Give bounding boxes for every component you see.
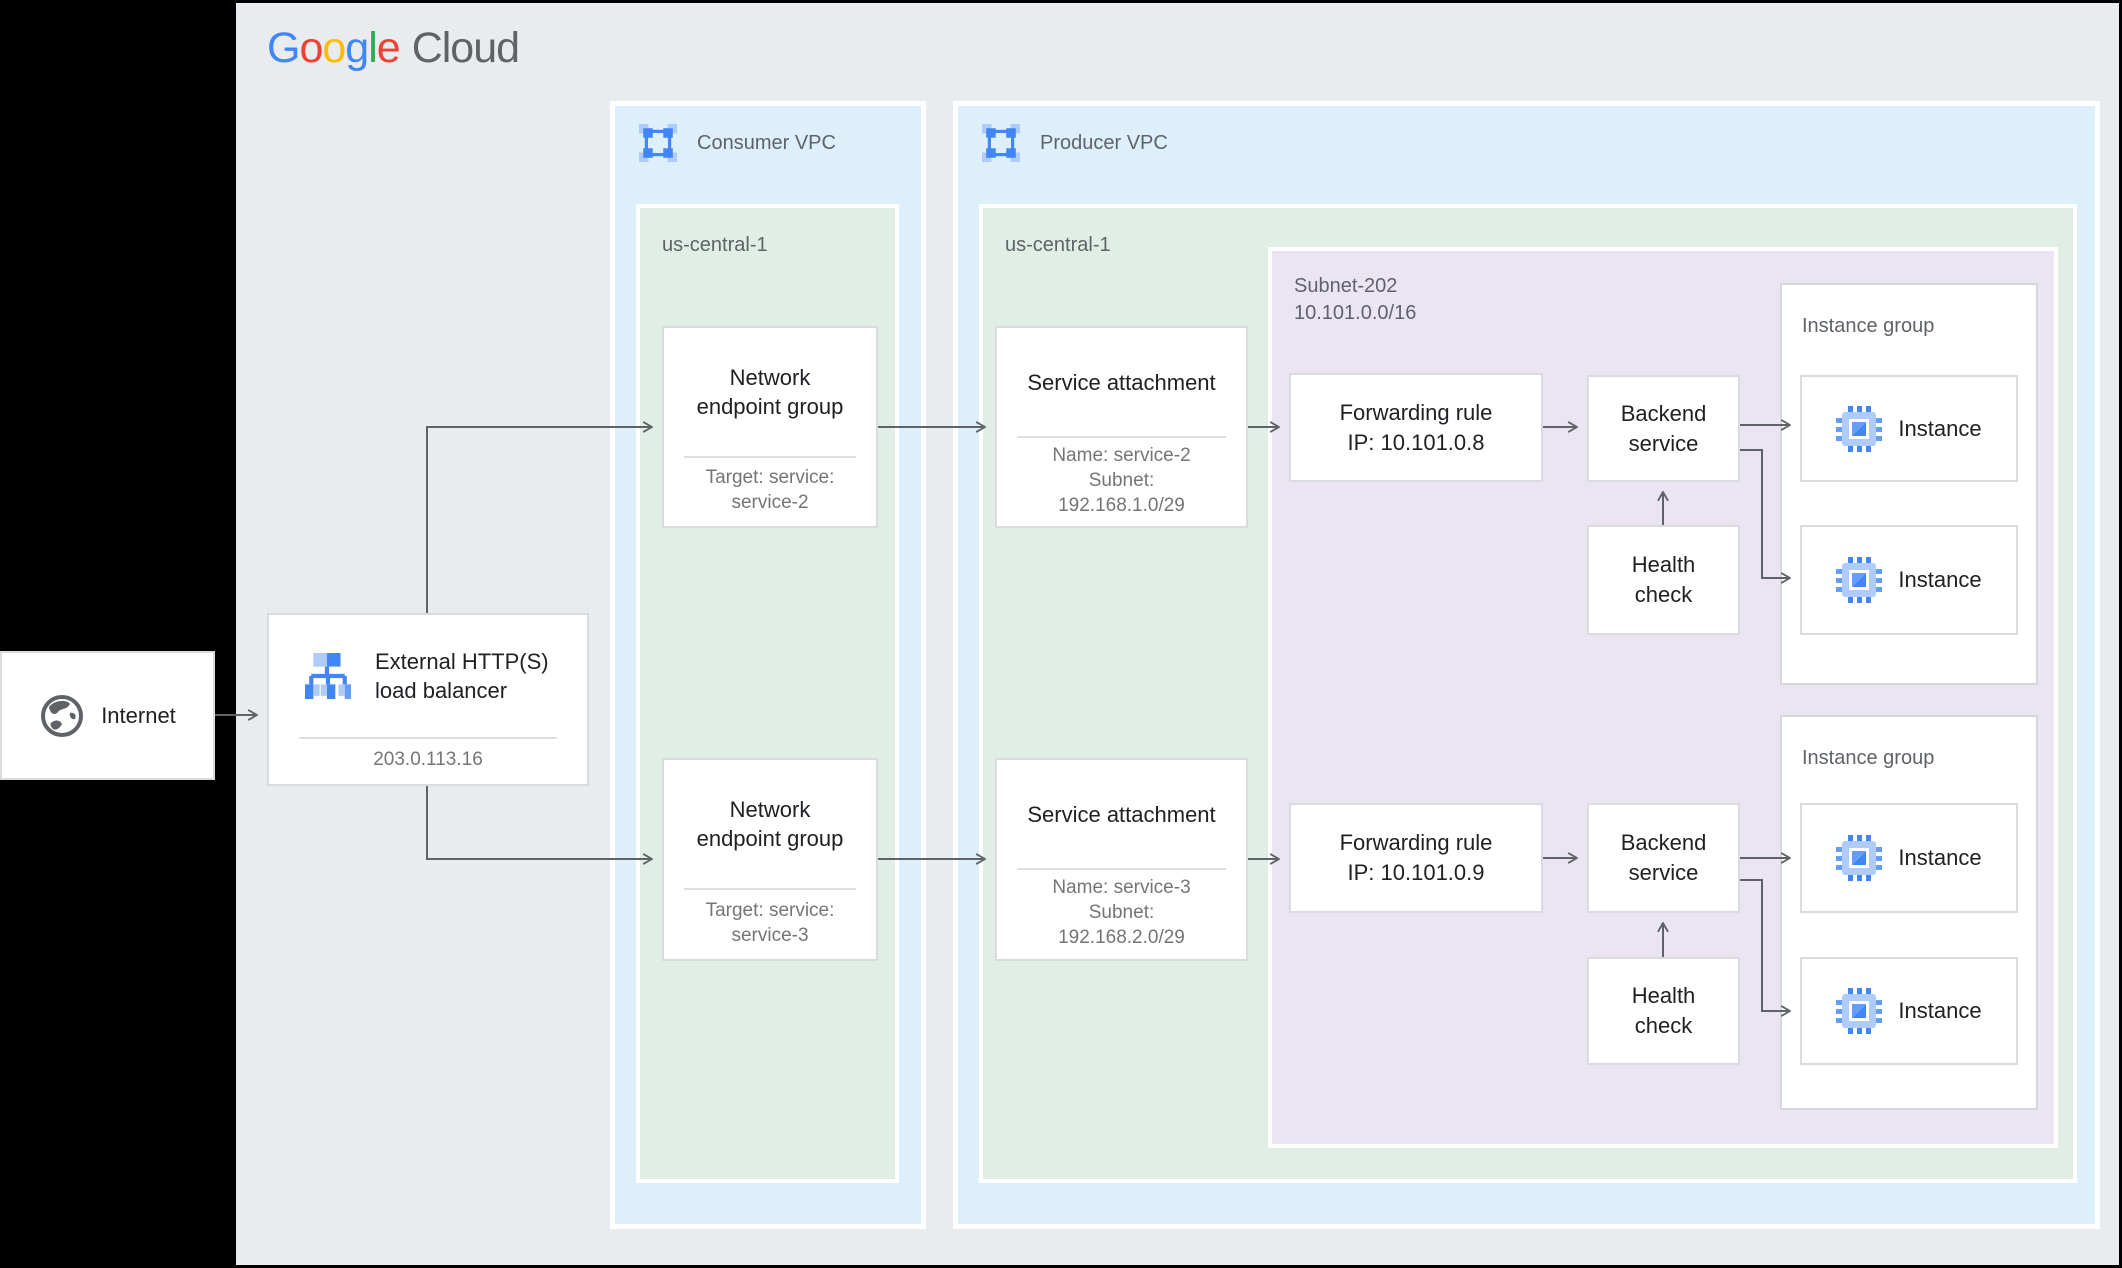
vpc-network-icon: [639, 124, 677, 162]
divider: [684, 888, 856, 890]
instance-group-label: Instance group: [1802, 315, 1935, 337]
instance-label: Instance: [1898, 567, 1982, 592]
consumer-region-label: us-central-1: [662, 234, 768, 256]
instance-group-label: Instance group: [1802, 747, 1935, 769]
consumer-vpc-container: Consumer VPC us-central-1: [610, 101, 926, 1229]
subnet-name: Subnet-202: [1294, 275, 1398, 297]
instance-group-1: Instance group Instance Instance: [1780, 283, 2038, 685]
logo-letter: o: [299, 24, 323, 72]
load-balancer-ip: 203.0.113.16: [373, 749, 483, 770]
logo-letter: l: [368, 24, 378, 72]
logo-letter: e: [376, 24, 401, 72]
subnet-cidr: 10.101.0.0/16: [1294, 302, 1417, 324]
divider: [299, 737, 557, 739]
internet-label: Internet: [101, 702, 176, 728]
divider: [1017, 868, 1226, 870]
load-balancer-title: External HTTP(S)load balancer: [375, 649, 549, 703]
compute-instance-icon: [1836, 405, 1883, 452]
neg-target: Target: service: service-3: [705, 899, 835, 946]
service-attachment-2: Service attachment Name: service-3 Subne…: [995, 758, 1248, 961]
internet-node: Internet: [0, 651, 215, 780]
consumer-vpc-label: Consumer VPC: [697, 131, 836, 154]
load-balancer-icon: [305, 653, 351, 699]
logo-letter: G: [267, 24, 300, 72]
instance-group-2: Instance group Instance Instance: [1780, 715, 2038, 1110]
subnet-label: Subnet-202 10.101.0.0/16: [1294, 273, 1416, 327]
producer-vpc-header: Producer VPC: [982, 124, 1168, 162]
producer-region-label: us-central-1: [1005, 234, 1111, 256]
compute-instance-icon: [1836, 988, 1883, 1034]
instance-node: Instance: [1800, 525, 2018, 635]
instance-node: Instance: [1800, 957, 2018, 1065]
logo-letter: g: [345, 24, 369, 72]
instance-node: Instance: [1800, 375, 2018, 482]
consumer-vpc-header: Consumer VPC: [639, 124, 836, 162]
instance-label: Instance: [1898, 845, 1982, 870]
producer-vpc-label: Producer VPC: [1040, 131, 1168, 154]
sa-details: Name: service-2 Subnet: 192.168.1.0/29: [1052, 444, 1191, 516]
sa-title: Service attachment: [1027, 801, 1216, 827]
instance-label: Instance: [1898, 998, 1982, 1023]
sa-details: Name: service-3 Subnet: 192.168.2.0/29: [1052, 877, 1191, 948]
divider: [1017, 436, 1226, 438]
logo-letter: o: [322, 24, 346, 72]
vpc-network-icon: [982, 124, 1020, 162]
compute-instance-icon: [1836, 835, 1883, 881]
globe-icon: [41, 694, 84, 737]
logo-cloud-text: Cloud: [411, 24, 520, 72]
divider: [684, 456, 856, 458]
neg-target: Target: service: service-2: [705, 467, 835, 513]
compute-instance-icon: [1836, 557, 1883, 603]
service-attachment-1: Service attachment Name: service-2 Subne…: [995, 326, 1248, 528]
instance-label: Instance: [1898, 415, 1982, 441]
instance-node: Instance: [1800, 803, 2018, 913]
load-balancer-node: External HTTP(S)load balancer 203.0.113.…: [267, 613, 589, 786]
sa-title: Service attachment: [1027, 369, 1216, 395]
